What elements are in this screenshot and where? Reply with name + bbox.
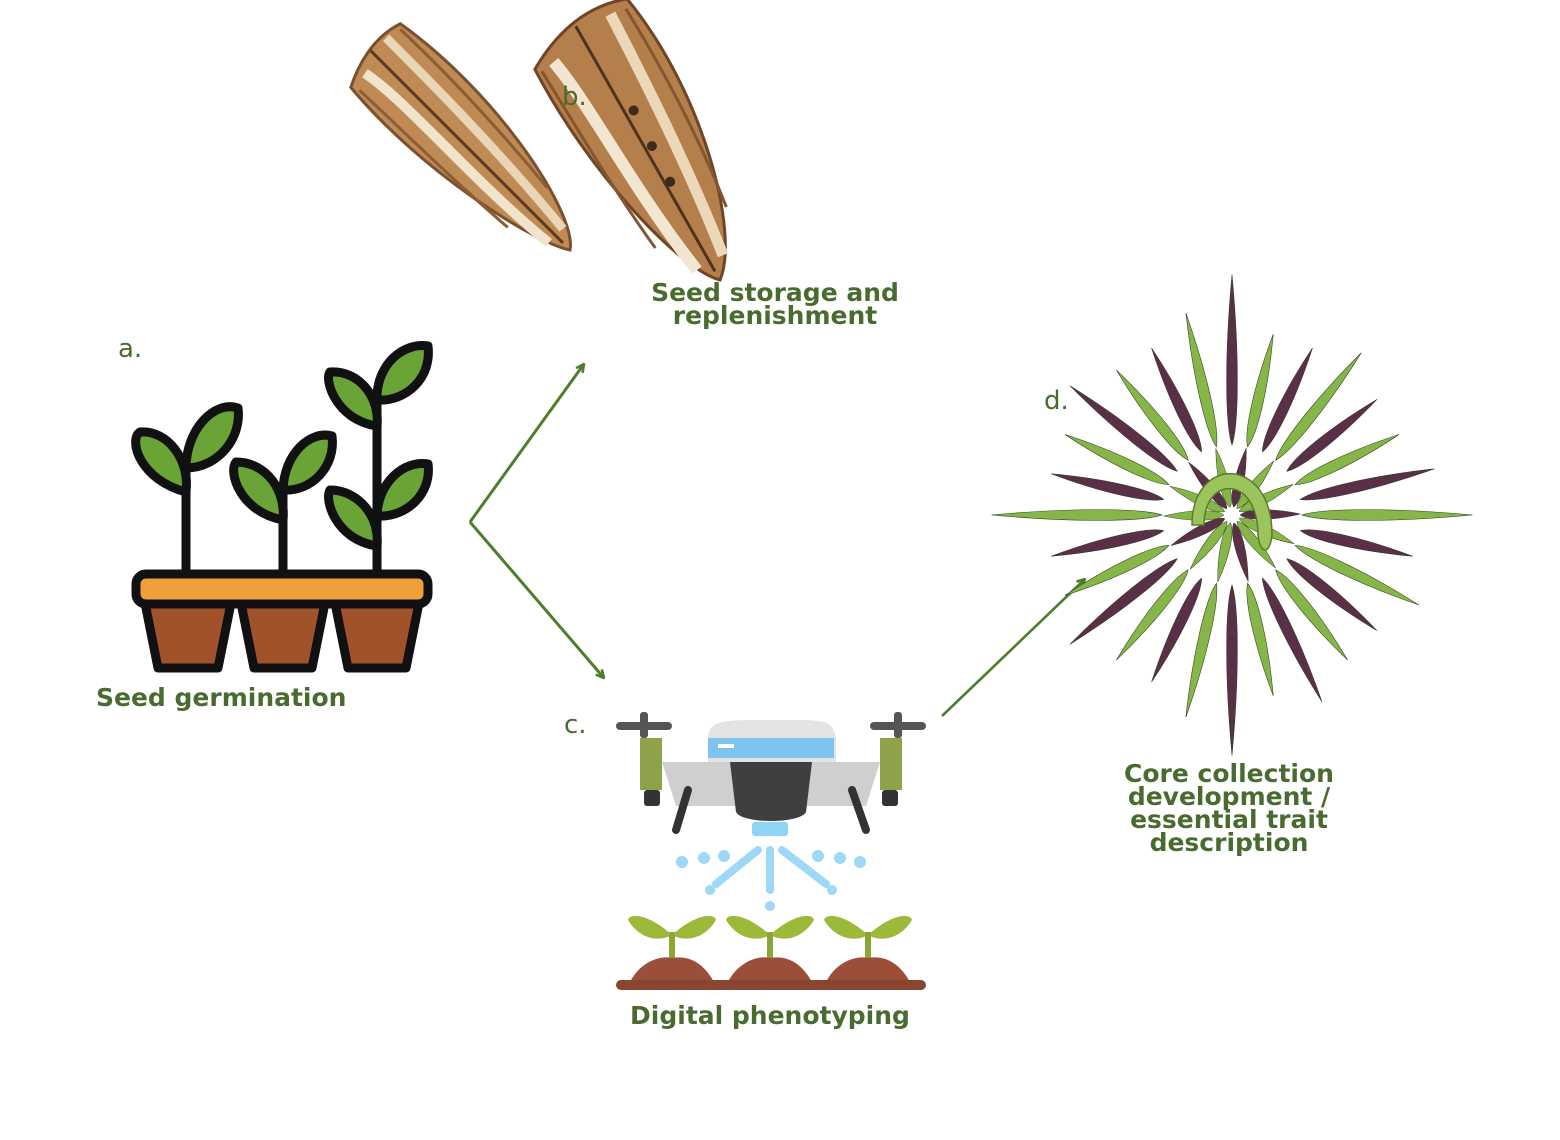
okra-pod <box>1301 508 1474 522</box>
arrow-a-to-c <box>468 521 604 678</box>
panel-b-caption-line: Seed storage and <box>651 278 899 307</box>
okra-pod <box>990 508 1163 522</box>
drone-sprayer-icon <box>616 712 926 990</box>
panel-c-caption: Digital phenotyping <box>630 1001 910 1030</box>
okra-center-pod <box>1191 473 1273 551</box>
arrow-c-to-d <box>941 579 1085 717</box>
panel-d-caption: Core collection development / essential … <box>1084 759 1374 857</box>
okra-pod <box>1225 273 1239 446</box>
panel-d-caption-line: description <box>1149 828 1309 857</box>
panel-b-letter: b. <box>562 82 587 112</box>
okra-pod <box>1225 584 1239 757</box>
panel-d-letter: d. <box>1044 386 1069 416</box>
seedling-pots-icon <box>131 341 433 673</box>
panel-a-letter: a. <box>118 334 143 364</box>
panel-b-caption-line: replenishment <box>672 301 878 330</box>
panel-c-letter: c. <box>564 710 587 740</box>
panel-d-caption-line: development / <box>1127 782 1331 811</box>
panel-d-caption-line: Core collection <box>1124 759 1334 788</box>
panel-b-caption: Seed storage and replenishment <box>620 278 930 330</box>
okra-radial-arrangement-icon <box>990 273 1474 757</box>
arrow-a-to-b <box>468 364 584 523</box>
dry-okra-pods-icon <box>349 0 729 282</box>
panel-a-caption: Seed germination <box>96 683 347 712</box>
panel-d-caption-line: essential trait <box>1130 805 1328 834</box>
